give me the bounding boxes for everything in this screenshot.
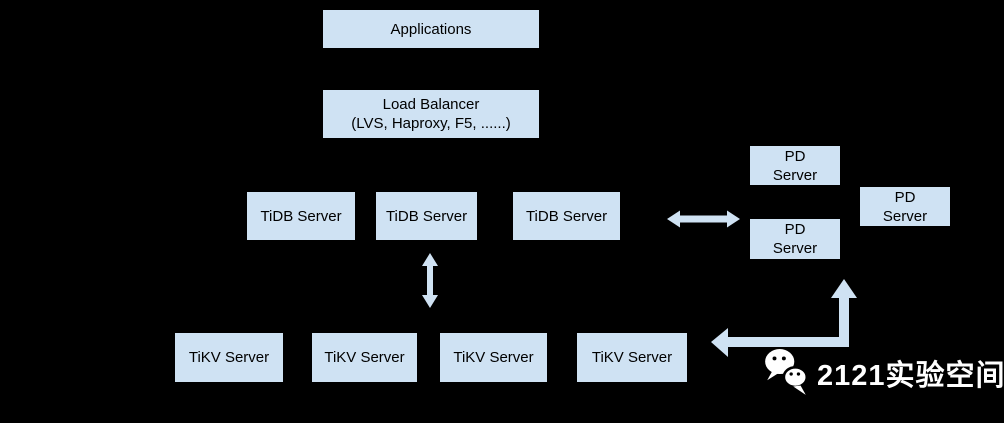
node-tikv-server-4: TiKV Server <box>577 333 687 382</box>
node-tikv-server-1: TiKV Server <box>175 333 283 382</box>
node-tidb-server-1-label: TiDB Server <box>260 207 342 225</box>
tidb-pd-horizontal-double-arrow-icon <box>667 210 740 228</box>
node-tikv-server-3-label: TiKV Server <box>453 349 534 366</box>
node-tikv-server-3: TiKV Server <box>440 333 547 382</box>
node-pd-server-3: PD Server <box>750 219 840 259</box>
node-load-balancer-label-line2: (LVS, Haproxy, F5, ......) <box>351 115 511 132</box>
node-load-balancer: Load Balancer (LVS, Haproxy, F5, ......) <box>323 90 539 138</box>
node-pd-server-3-label-line2: Server <box>772 240 818 257</box>
node-pd-server-2: PD Server <box>860 187 950 226</box>
node-tidb-server-2: TiDB Server <box>376 192 477 240</box>
node-tikv-server-2-label: TiKV Server <box>324 349 405 366</box>
tidb-tikv-vertical-double-arrow-icon <box>422 253 438 308</box>
node-applications: Applications <box>323 10 539 48</box>
node-tikv-server-4-label: TiKV Server <box>591 349 673 366</box>
node-pd-server-1-label-line2: Server <box>772 166 818 184</box>
node-pd-server-1: PD Server <box>750 146 840 185</box>
tikv-pd-elbow-arrow-icon <box>711 279 857 357</box>
wechat-icon <box>765 349 809 395</box>
node-tikv-server-1-label: TiKV Server <box>188 349 270 366</box>
node-pd-server-1-label-line1: PD <box>784 147 806 165</box>
node-tidb-server-1: TiDB Server <box>247 192 355 240</box>
node-tidb-server-3-label: TiDB Server <box>525 207 608 225</box>
node-tikv-server-2: TiKV Server <box>312 333 417 382</box>
node-applications-label: Applications <box>390 20 472 38</box>
node-load-balancer-label-line1: Load Balancer <box>382 96 480 113</box>
node-pd-server-2-label-line2: Server <box>882 207 928 225</box>
node-pd-server-2-label-line1: PD <box>894 188 916 206</box>
node-tidb-server-2-label: TiDB Server <box>385 207 468 225</box>
node-tidb-server-3: TiDB Server <box>513 192 620 240</box>
watermark-text: 2121实验空间 <box>817 360 1004 392</box>
watermark: 2121实验空间 <box>764 348 1004 398</box>
node-pd-server-3-label-line1: PD <box>784 221 806 238</box>
